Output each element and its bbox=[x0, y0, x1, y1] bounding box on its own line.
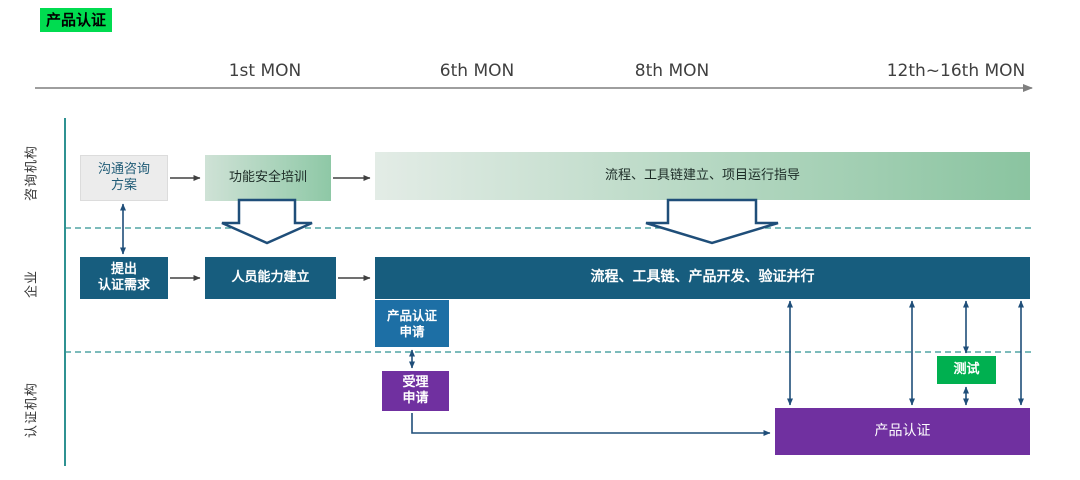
timeline-label-8th-mon: 8th MON bbox=[634, 61, 710, 81]
timeline-label-6th-mon: 6th MON bbox=[439, 61, 515, 81]
connector-accept-to-certification bbox=[411, 413, 771, 436]
lane-label-certification-agency: 认证机构 bbox=[24, 381, 40, 439]
lane-label-enterprise: 企业 bbox=[24, 269, 40, 299]
box-testing: 测试 bbox=[937, 356, 996, 384]
box-raise-certification-requirement: 提出 认证需求 bbox=[80, 257, 168, 299]
box-accept-application: 受理 申请 bbox=[382, 371, 449, 411]
lane-label-consulting-agency: 咨询机构 bbox=[24, 144, 40, 202]
box-functional-safety-training: 功能安全培训 bbox=[205, 155, 331, 201]
page-title: 产品认证 bbox=[40, 8, 113, 32]
timeline-label-12-16th-mon: 12th~16th MON bbox=[886, 61, 1026, 81]
box-product-cert-application: 产品认证 申请 bbox=[375, 300, 449, 347]
box-communication-consult-plan: 沟通咨询 方案 bbox=[80, 155, 168, 201]
box-process-toolchain-guidance: 流程、工具链建立、项目运行指导 bbox=[375, 152, 1030, 200]
box-personnel-capability-building: 人员能力建立 bbox=[205, 257, 336, 299]
box-product-certification-bar: 产品认证 bbox=[775, 408, 1030, 455]
box-parallel-development: 流程、工具链、产品开发、验证并行 bbox=[375, 257, 1030, 299]
timeline-label-1st-mon: 1st MON bbox=[228, 61, 302, 81]
block-arrow-down-guidance bbox=[645, 198, 779, 245]
block-arrow-down-training bbox=[221, 198, 313, 245]
